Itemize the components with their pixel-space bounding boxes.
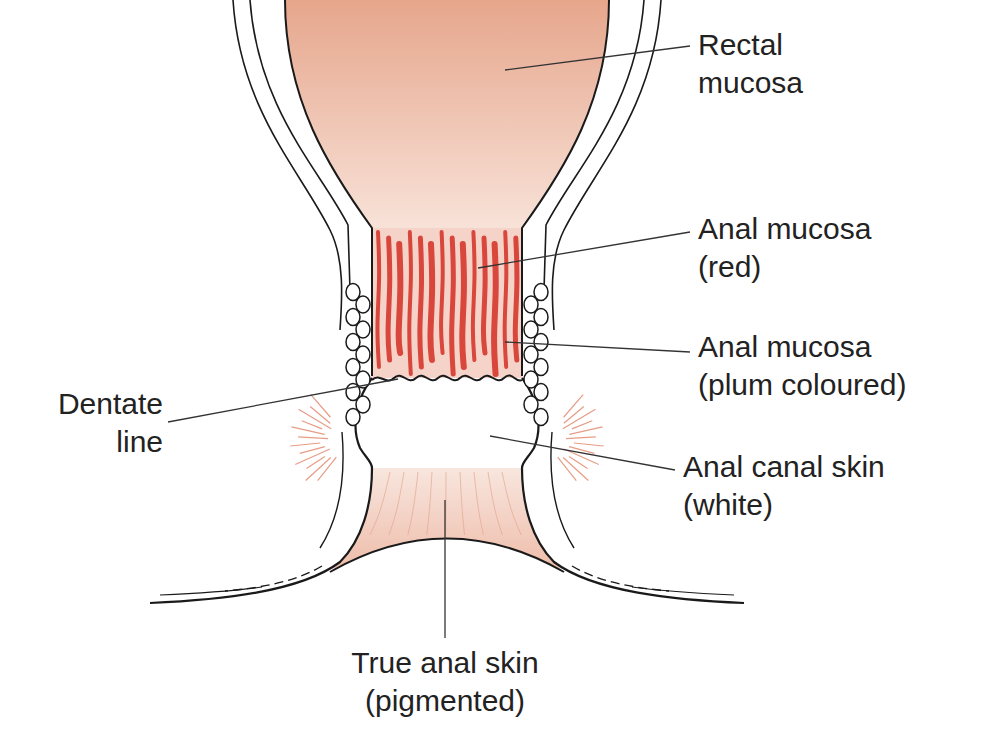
canal-wall <box>150 0 372 603</box>
mucosa-stripes <box>377 232 516 374</box>
part-label: Anal mucosa (red) <box>698 210 903 286</box>
part-label: Anal mucosa (plum coloured) <box>698 328 933 404</box>
part-label: True anal skin (pigmented) <box>330 644 560 720</box>
part-label: Anal canal skin (white) <box>683 448 948 524</box>
part-label: Dentate line <box>18 385 163 461</box>
leader-lines <box>168 46 690 638</box>
anal-mucosa-region <box>372 228 522 378</box>
perineum-edge <box>330 539 564 573</box>
rectal-mucosa-region <box>285 0 609 228</box>
part-label: Rectal mucosa <box>698 26 858 102</box>
